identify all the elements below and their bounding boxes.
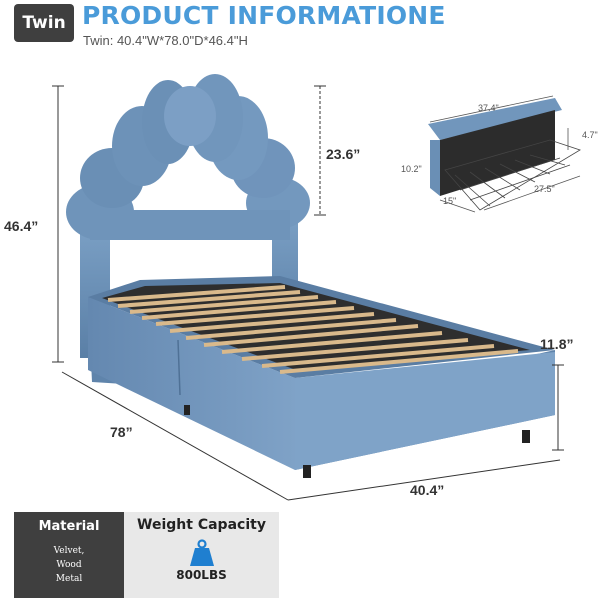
weight-heading: Weight Capacity [137, 517, 266, 533]
weight-icon [189, 539, 214, 566]
drawer-depth-label: 15" [443, 196, 457, 206]
total-height-label: 46.4” [4, 218, 39, 234]
size-subtitle: Twin: 40.4"W*78.0"D*46.4"H [83, 33, 248, 48]
headboard-height-label: 23.6” [326, 146, 361, 162]
drawer-illustration [428, 95, 581, 213]
drawer-height-right-label: 4.7" [582, 130, 598, 140]
length-label: 78” [110, 424, 133, 440]
size-badge: Twin [14, 4, 74, 42]
weight-value: 800LBS [176, 568, 227, 582]
drawer-height-left-label: 10.2" [401, 164, 422, 174]
weight-panel: Weight Capacity 800LBS [124, 512, 279, 598]
material-heading: Material [38, 519, 100, 534]
material-item: Metal [55, 574, 83, 584]
spec-panel: Material Velvet, Wood Metal Weight Capac… [14, 512, 279, 598]
material-item: Wood [56, 560, 82, 570]
drawer-inner-length-label: 27.5" [534, 184, 555, 194]
bed-frame [88, 276, 555, 478]
side-height-label: 11.8” [540, 336, 574, 352]
material-panel: Material Velvet, Wood Metal [14, 512, 124, 598]
drawer-length-label: 37.4" [478, 103, 499, 113]
dimension-lines [52, 85, 564, 501]
material-item: Velvet, [53, 546, 85, 556]
width-label: 40.4” [410, 482, 445, 498]
page-title: PRODUCT INFORMATIONE [82, 1, 446, 30]
